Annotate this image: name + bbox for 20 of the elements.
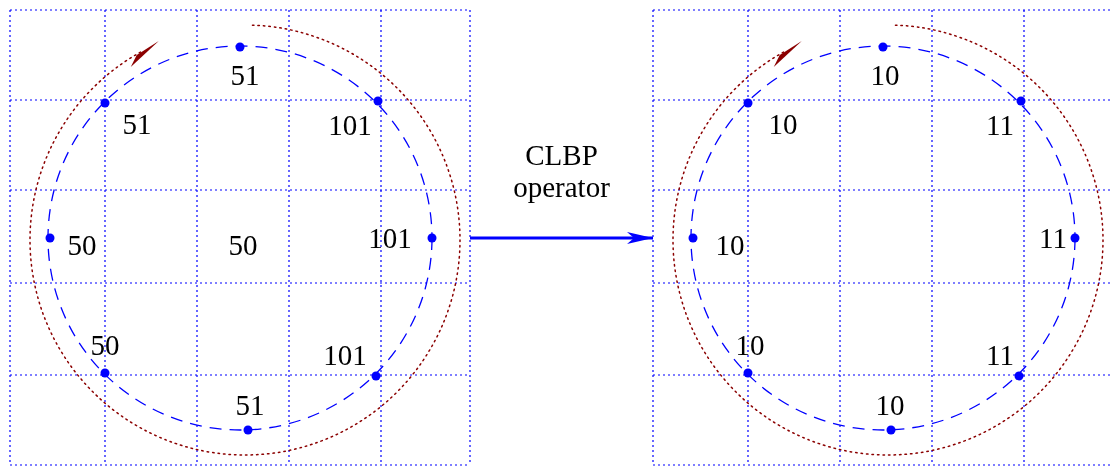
pixel-value: 10 (768, 109, 798, 139)
pixel-value: 50 (90, 330, 120, 360)
pixel-value: 10 (875, 390, 905, 420)
pixel-value: 50 (228, 230, 258, 260)
pixel-value: 10 (870, 60, 900, 90)
pixel-value: 101 (368, 223, 412, 253)
pixel-value: 10 (715, 230, 745, 260)
pixel-value: 11 (986, 340, 1014, 370)
sampling-grid-drawing (653, 10, 1111, 465)
pixel-value: 51 (235, 390, 265, 420)
pixel-value: 11 (1039, 223, 1067, 253)
pixel-value: 10 (735, 330, 765, 360)
pixel-value: 101 (328, 110, 372, 140)
pixel-value: 11 (986, 110, 1014, 140)
pixel-value: 51 (122, 109, 152, 139)
arrow (470, 232, 653, 244)
pixel-value: 51 (230, 60, 260, 90)
pixel-value: 101 (323, 340, 367, 370)
sampling-grid-drawing (10, 10, 470, 465)
pixel-value: 50 (67, 230, 97, 260)
